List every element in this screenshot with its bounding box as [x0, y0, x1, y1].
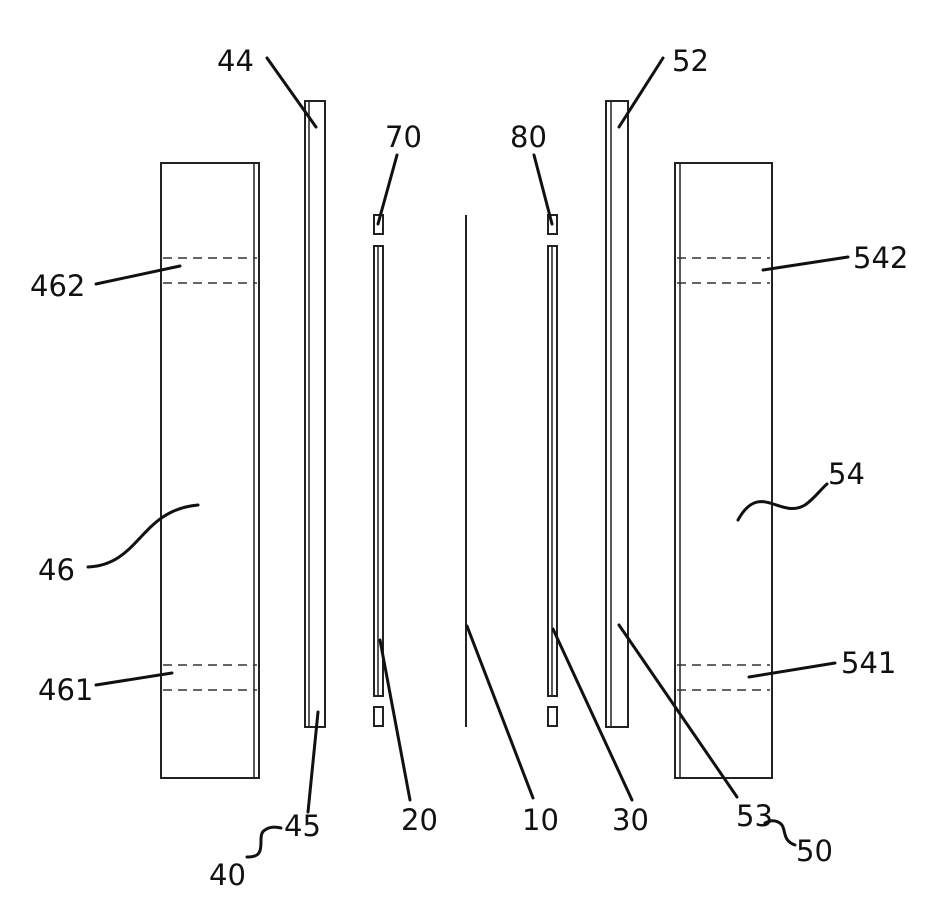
ref-45: 45 — [284, 809, 321, 843]
ref-20: 20 — [401, 803, 438, 837]
ref-462: 462 — [30, 269, 85, 303]
ref-30: 30 — [612, 803, 649, 837]
leader-44 — [267, 58, 316, 127]
ref-53: 53 — [736, 799, 773, 833]
ref-70: 70 — [385, 120, 422, 154]
ref-46: 46 — [38, 553, 75, 587]
gasket-70-bottom — [374, 707, 383, 726]
ref-80: 80 — [510, 120, 547, 154]
leader-52 — [619, 58, 663, 127]
leader-10 — [467, 626, 533, 798]
leader-70 — [378, 155, 397, 224]
ref-10: 10 — [522, 803, 559, 837]
ref-542: 542 — [853, 241, 908, 275]
leader-40 — [247, 827, 281, 857]
ref-50: 50 — [796, 834, 833, 868]
leader-20 — [380, 640, 410, 800]
ref-541: 541 — [841, 646, 896, 680]
ref-44: 44 — [217, 44, 254, 78]
right-electrode-assembly — [548, 215, 557, 726]
ref-461: 461 — [38, 673, 93, 707]
ref-52: 52 — [672, 44, 709, 78]
left-thin-plate — [305, 101, 325, 727]
right-end-plate — [675, 163, 772, 778]
ref-40: 40 — [209, 858, 246, 892]
gasket-80-bottom — [548, 707, 557, 726]
leader-542 — [763, 257, 848, 270]
leader-80 — [534, 155, 552, 224]
ref-54: 54 — [828, 457, 865, 491]
left-end-plate — [161, 163, 259, 778]
